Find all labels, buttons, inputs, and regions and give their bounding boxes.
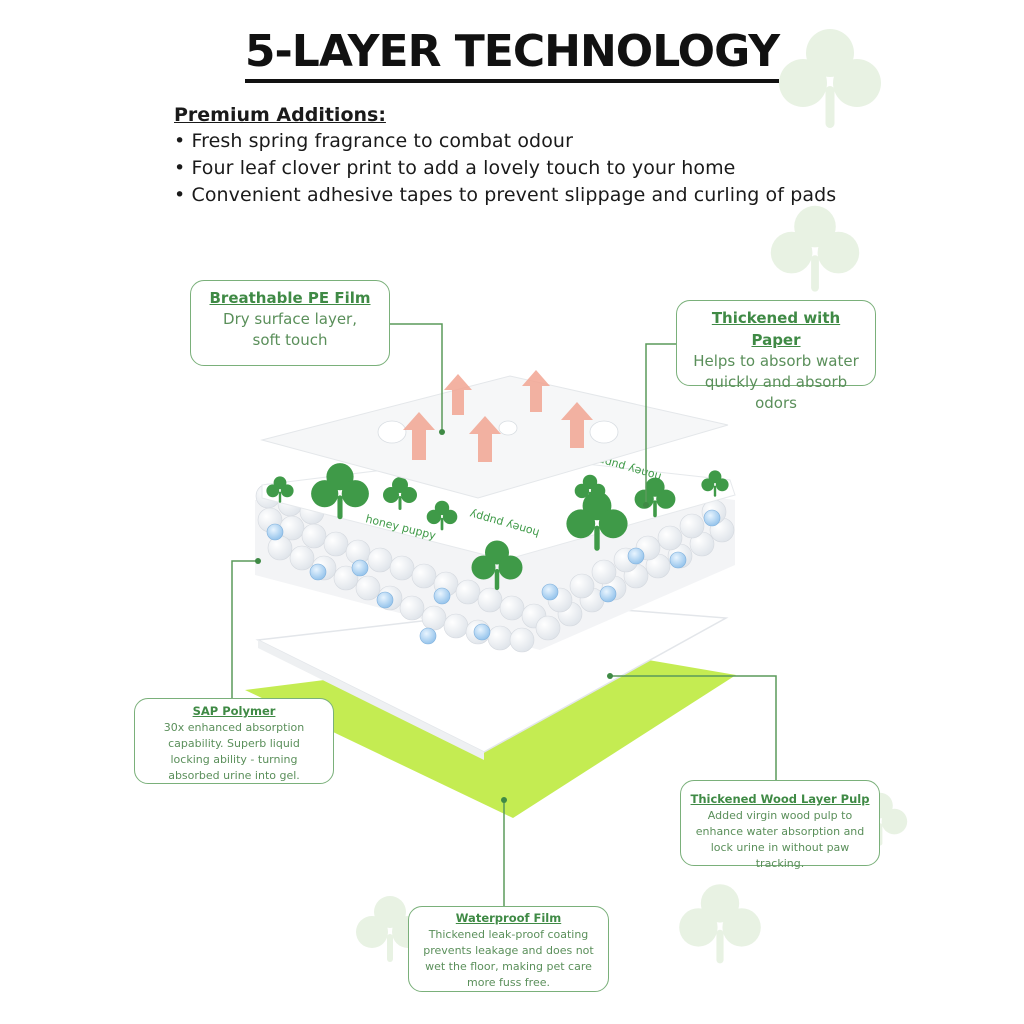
arrow-up-icon (561, 402, 593, 448)
callout-desc: absorbed urine into gel. (168, 769, 300, 782)
callout-desc: wet the floor, making pet care (425, 960, 592, 973)
callout-desc: Added virgin wood pulp to (707, 809, 853, 822)
connector-paper (645, 343, 678, 505)
connector-wood (610, 675, 777, 780)
callout-desc: capability. Superb liquid (168, 737, 300, 750)
connector-dots (255, 429, 649, 803)
premium-heading: Premium Additions: (174, 104, 386, 126)
pe-film-layer (260, 370, 729, 499)
callout-desc: Thickened leak-proof coating (428, 928, 589, 941)
callout-desc: enhance water absorption and (695, 825, 865, 838)
arrow-up-icon (403, 412, 435, 460)
arrow-up-icon (522, 370, 550, 412)
premium-list: Fresh spring fragrance to combat odour F… (174, 128, 874, 209)
callout-desc: more fuss free. (467, 976, 550, 989)
bg-clover-icon (770, 205, 860, 292)
callout-waterproof: Waterproof Film Thickened leak-proof coa… (408, 906, 609, 992)
callout-desc: 30x enhanced absorption (163, 721, 305, 734)
arrow-up-icon (469, 416, 501, 462)
premium-item: Convenient adhesive tapes to prevent sli… (174, 182, 874, 209)
connector-lines (231, 323, 777, 906)
callout-title: Thickened Wood Layer Pulp (690, 792, 870, 806)
callout-desc: quickly and absorb odors (704, 373, 848, 412)
page-title-text: 5-LAYER TECHNOLOGY (244, 26, 780, 83)
wood-pulp-layer-edge (258, 640, 484, 760)
bg-clover-icon (679, 884, 761, 964)
premium-item: Fresh spring fragrance to combat odour (174, 128, 874, 155)
callout-wood-pulp: Thickened Wood Layer Pulp Added virgin w… (680, 780, 880, 870)
callout-desc: prevents leakage and does not (423, 944, 594, 957)
connector-pe-film (390, 323, 443, 432)
water-droplets (377, 420, 619, 444)
callout-title: Waterproof Film (455, 911, 562, 925)
callout-title: Breathable PE Film (209, 289, 371, 307)
page-title: 5-LAYER TECHNOLOGY (0, 26, 1024, 83)
arrow-up-icon (444, 374, 472, 415)
callout-desc: Helps to absorb water (693, 352, 859, 370)
breathable-arrows (403, 370, 593, 462)
callout-sap-polymer: SAP Polymer 30x enhanced absorption capa… (134, 698, 334, 784)
callout-desc: locking ability - turning (170, 753, 298, 766)
callout-desc: lock urine in without paw tracking. (710, 841, 850, 870)
callout-pe-film: Breathable PE Film Dry surface layer, so… (190, 280, 390, 366)
premium-additions: Premium Additions: Fresh spring fragranc… (174, 104, 874, 209)
callout-paper: Thickened with Paper Helps to absorb wat… (676, 300, 876, 412)
connector-sap (231, 560, 258, 700)
callout-title: Thickened with Paper (711, 309, 841, 349)
callout-desc: Dry surface layer, (223, 310, 357, 328)
premium-item: Four leaf clover print to add a lovely t… (174, 155, 874, 182)
callout-desc: soft touch (252, 331, 328, 349)
callout-title: SAP Polymer (192, 704, 276, 718)
bg-clover-icon (779, 29, 881, 128)
